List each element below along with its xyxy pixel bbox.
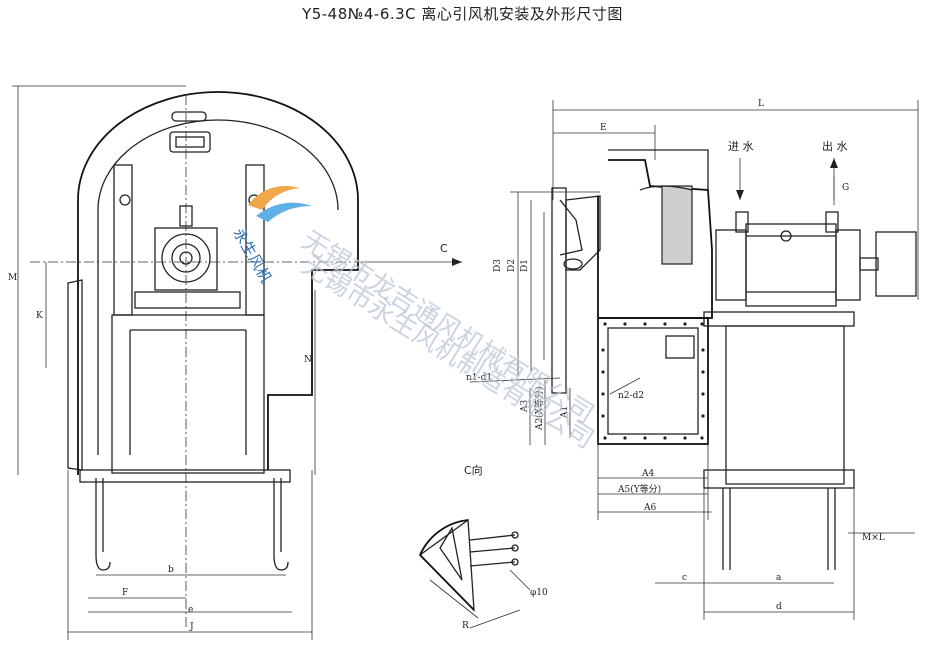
drawing-title: Y5-48№4-6.3C 离心引风机安装及外形尺寸图 [302,5,623,23]
dim-D3: D3 [493,259,503,272]
water-inlet-label: 进 水 [728,140,754,153]
label-n1-d1: n1-d1 [466,373,492,383]
dim-A1: A1 [560,406,570,419]
watermark-1: 无锡市龙吉通风机械有限公司 [296,225,599,430]
dim-N: N [304,355,312,365]
hole-diameter-label: φ10 [530,588,548,598]
dim-E: E [600,123,607,133]
dim-D2: D2 [507,259,517,272]
dim-J: J [189,622,194,632]
dim-F: F [122,588,128,598]
c-view-detail [419,518,531,629]
dim-A2: A2(X等分) [533,386,545,431]
dim-L: L [758,99,764,109]
dim-A5: A5(Y等分) [617,483,661,495]
dim-G: G [842,183,849,193]
water-outlet-label: 出 水 [822,139,848,153]
left-fan-view [12,85,365,640]
dim-d: d [776,602,782,612]
dim-b: b [168,565,174,575]
dim-A3: A3 [520,400,530,413]
label-n2-d2: n2-d2 [618,391,644,401]
dim-M: M [8,273,17,283]
dim-a: a [776,573,782,583]
dim-A6: A6 [643,503,656,513]
dim-D1: D1 [520,259,530,272]
watermark-2: 无锡市永生风机制造有限公司 [296,250,599,455]
dim-K: K [36,311,43,321]
right-fan-view [469,100,919,620]
view-c-label: C向 [464,463,483,477]
dim-MxL: M×L [862,533,885,543]
direction-label: C [440,242,448,255]
dim-e: e [188,605,193,615]
radius-label: R [462,621,469,631]
logo-name: 永生风机 [230,225,276,286]
dim-A4: A4 [641,469,654,479]
view-direction-arrow [365,258,462,266]
dim-c: c [682,573,687,583]
